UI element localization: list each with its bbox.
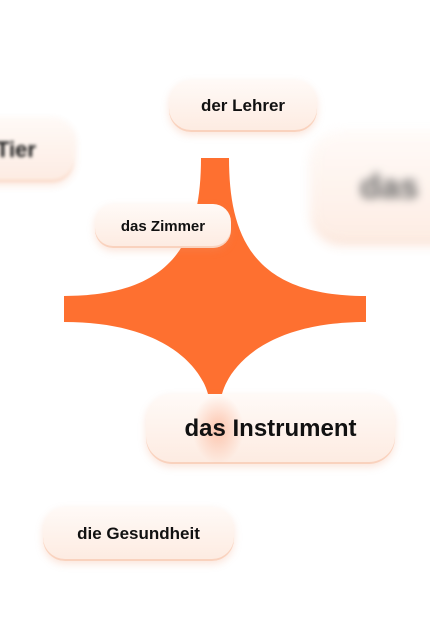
word-chip-das-blurred[interactable]: das [312,132,430,242]
word-chip-label: das [360,167,419,206]
word-chip-label: der Lehrer [200,96,286,115]
word-chip-label: das Zimmer [120,217,206,235]
word-chip-label: Tier [0,137,36,162]
word-chip-der-lehrer[interactable]: der Lehrer [169,80,317,132]
word-chip-label: das Instrument [184,415,357,442]
word-chip-das-zimmer[interactable]: das Zimmer [95,204,231,248]
orange-star-shape [64,158,366,394]
word-chip-das-instrument[interactable]: das Instrument [146,394,395,464]
word-chip-tier[interactable]: Tier [0,118,74,182]
word-chip-die-gesundheit[interactable]: die Gesundheit [43,507,234,561]
word-chip-label: die Gesundheit [77,524,200,543]
